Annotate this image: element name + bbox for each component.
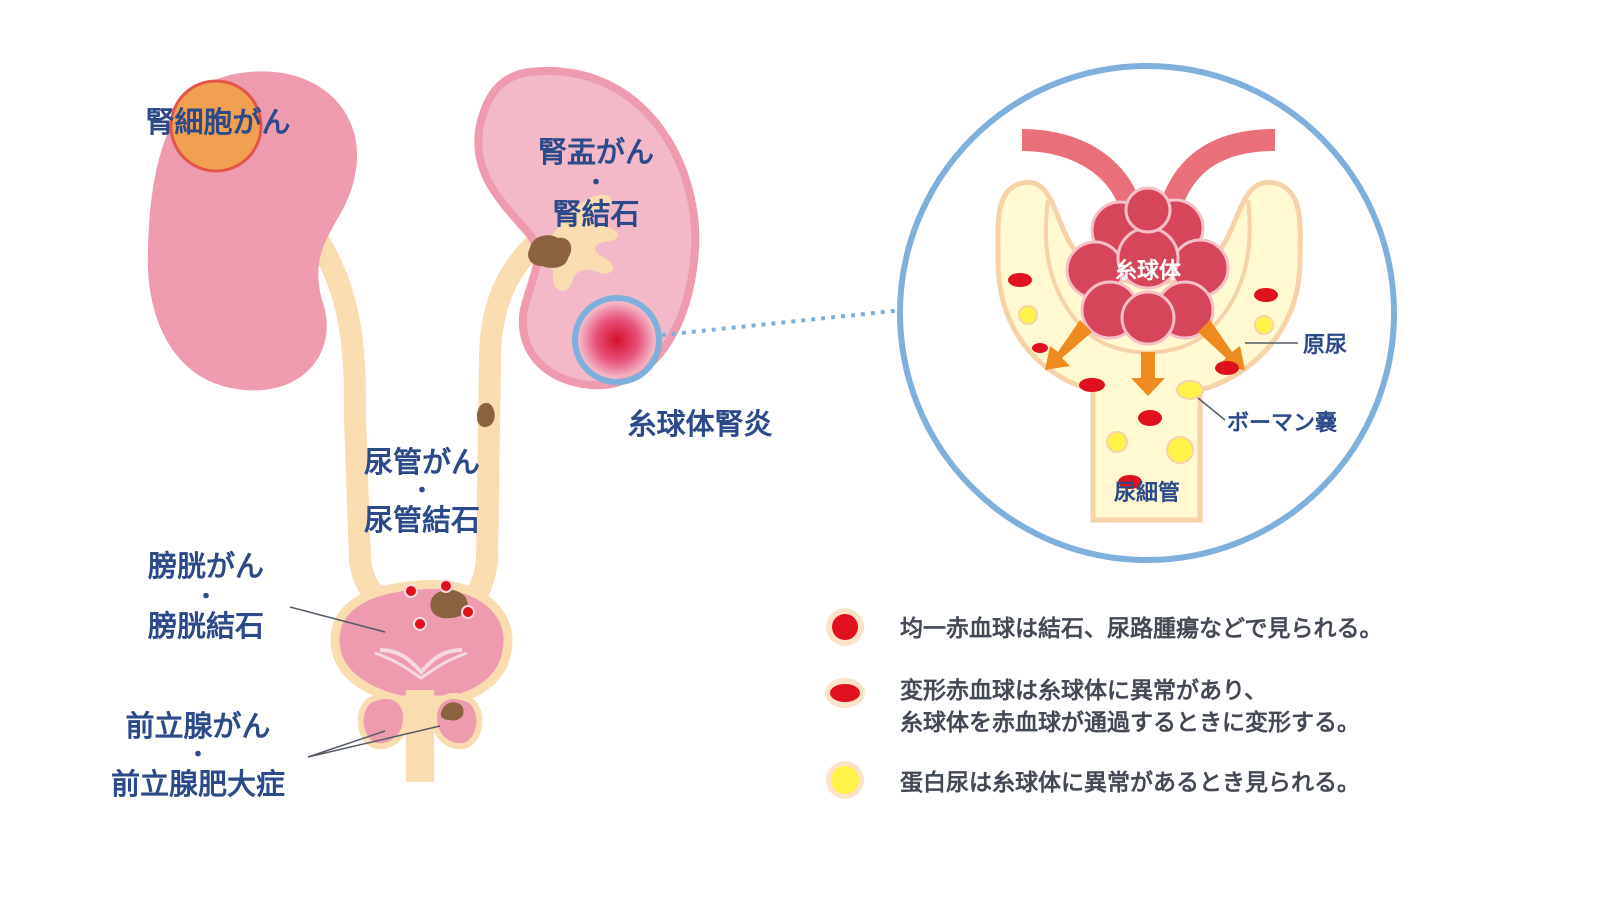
legend-text: 蛋白尿は糸球体に異常があるとき見られる。 bbox=[900, 769, 1360, 796]
bladder-rbc bbox=[439, 579, 453, 593]
separator-dot: ・ bbox=[187, 743, 209, 768]
renal-tubule-label: 尿細管 bbox=[1114, 480, 1180, 506]
separator-dot: ・ bbox=[411, 479, 433, 504]
bladder-cancer-label: 膀胱がん bbox=[147, 549, 264, 583]
bladder-rbc bbox=[413, 617, 427, 631]
prostate-stone-shape bbox=[440, 702, 464, 721]
renal-cell-cancer-label: 腎細胞がん bbox=[145, 105, 290, 139]
left-kidney bbox=[147, 71, 358, 391]
bph-label: 前立腺肥大症 bbox=[111, 767, 285, 801]
primary-urine-label: 原尿 bbox=[1303, 333, 1347, 358]
capsule-cells bbox=[1008, 273, 1278, 489]
filtration-arrows bbox=[1045, 320, 1245, 396]
legend-text: 変形赤血球は糸球体に異常があり、 bbox=[900, 677, 1267, 704]
left-ureter bbox=[307, 229, 396, 616]
zoom-connector bbox=[661, 308, 904, 337]
legend-item-uniform-rbc: 均一赤血球は結石、尿路腫瘍などで見られる。 bbox=[826, 608, 1383, 646]
legend: 均一赤血球は結石、尿路腫瘍などで見られる。 変形赤血球は糸球体に異常があり、 糸… bbox=[825, 608, 1383, 799]
legend-item-deformed-rbc: 変形赤血球は糸球体に異常があり、 糸球体を赤血球が通過するときに変形する。 bbox=[825, 677, 1360, 736]
legend-text: 均一赤血球は結石、尿路腫瘍などで見られる。 bbox=[900, 615, 1383, 642]
bowman-capsule-label: ボーマン嚢 bbox=[1227, 411, 1337, 436]
bladder-stone-label: 膀胱結石 bbox=[147, 609, 264, 643]
glomerulus-zoom: 糸球体 原尿 ボーマン嚢 尿細管 bbox=[897, 63, 1397, 563]
renal-pelvis-cancer-label: 腎盂がん bbox=[538, 135, 654, 169]
bladder-rbc bbox=[461, 605, 475, 619]
glomerulus-label: 糸球体 bbox=[1115, 259, 1182, 284]
bladder bbox=[330, 579, 513, 705]
ureter-stone-shape bbox=[476, 402, 495, 428]
prostate-cancer-label: 前立腺がん bbox=[125, 709, 270, 743]
glomerulus-tuft bbox=[1065, 186, 1230, 346]
glomerulonephritis-spot bbox=[579, 302, 655, 378]
right-kidney bbox=[474, 67, 700, 390]
bladder-rbc bbox=[404, 584, 418, 598]
glomerulonephritis-ring bbox=[572, 295, 662, 385]
ureter-stone-label: 尿管結石 bbox=[364, 503, 480, 537]
separator-dot: ・ bbox=[195, 585, 217, 610]
kidney-stone-label: 腎結石 bbox=[552, 197, 639, 231]
kidney-stone-shape bbox=[528, 235, 572, 268]
ureter-cancer-label: 尿管がん bbox=[364, 445, 480, 479]
renal-cell-tumor bbox=[169, 79, 263, 173]
legend-item-protein: 蛋白尿は糸球体に異常があるとき見られる。 bbox=[826, 761, 1360, 799]
legend-text: 糸球体を赤血球が通過するときに変形する。 bbox=[900, 709, 1360, 736]
prostate bbox=[357, 690, 483, 782]
bladder-stone-shape bbox=[430, 589, 468, 619]
separator-dot: ・ bbox=[585, 171, 607, 196]
glomerulonephritis-label: 糸球体腎炎 bbox=[627, 407, 772, 441]
pointer-lines bbox=[289, 606, 441, 758]
